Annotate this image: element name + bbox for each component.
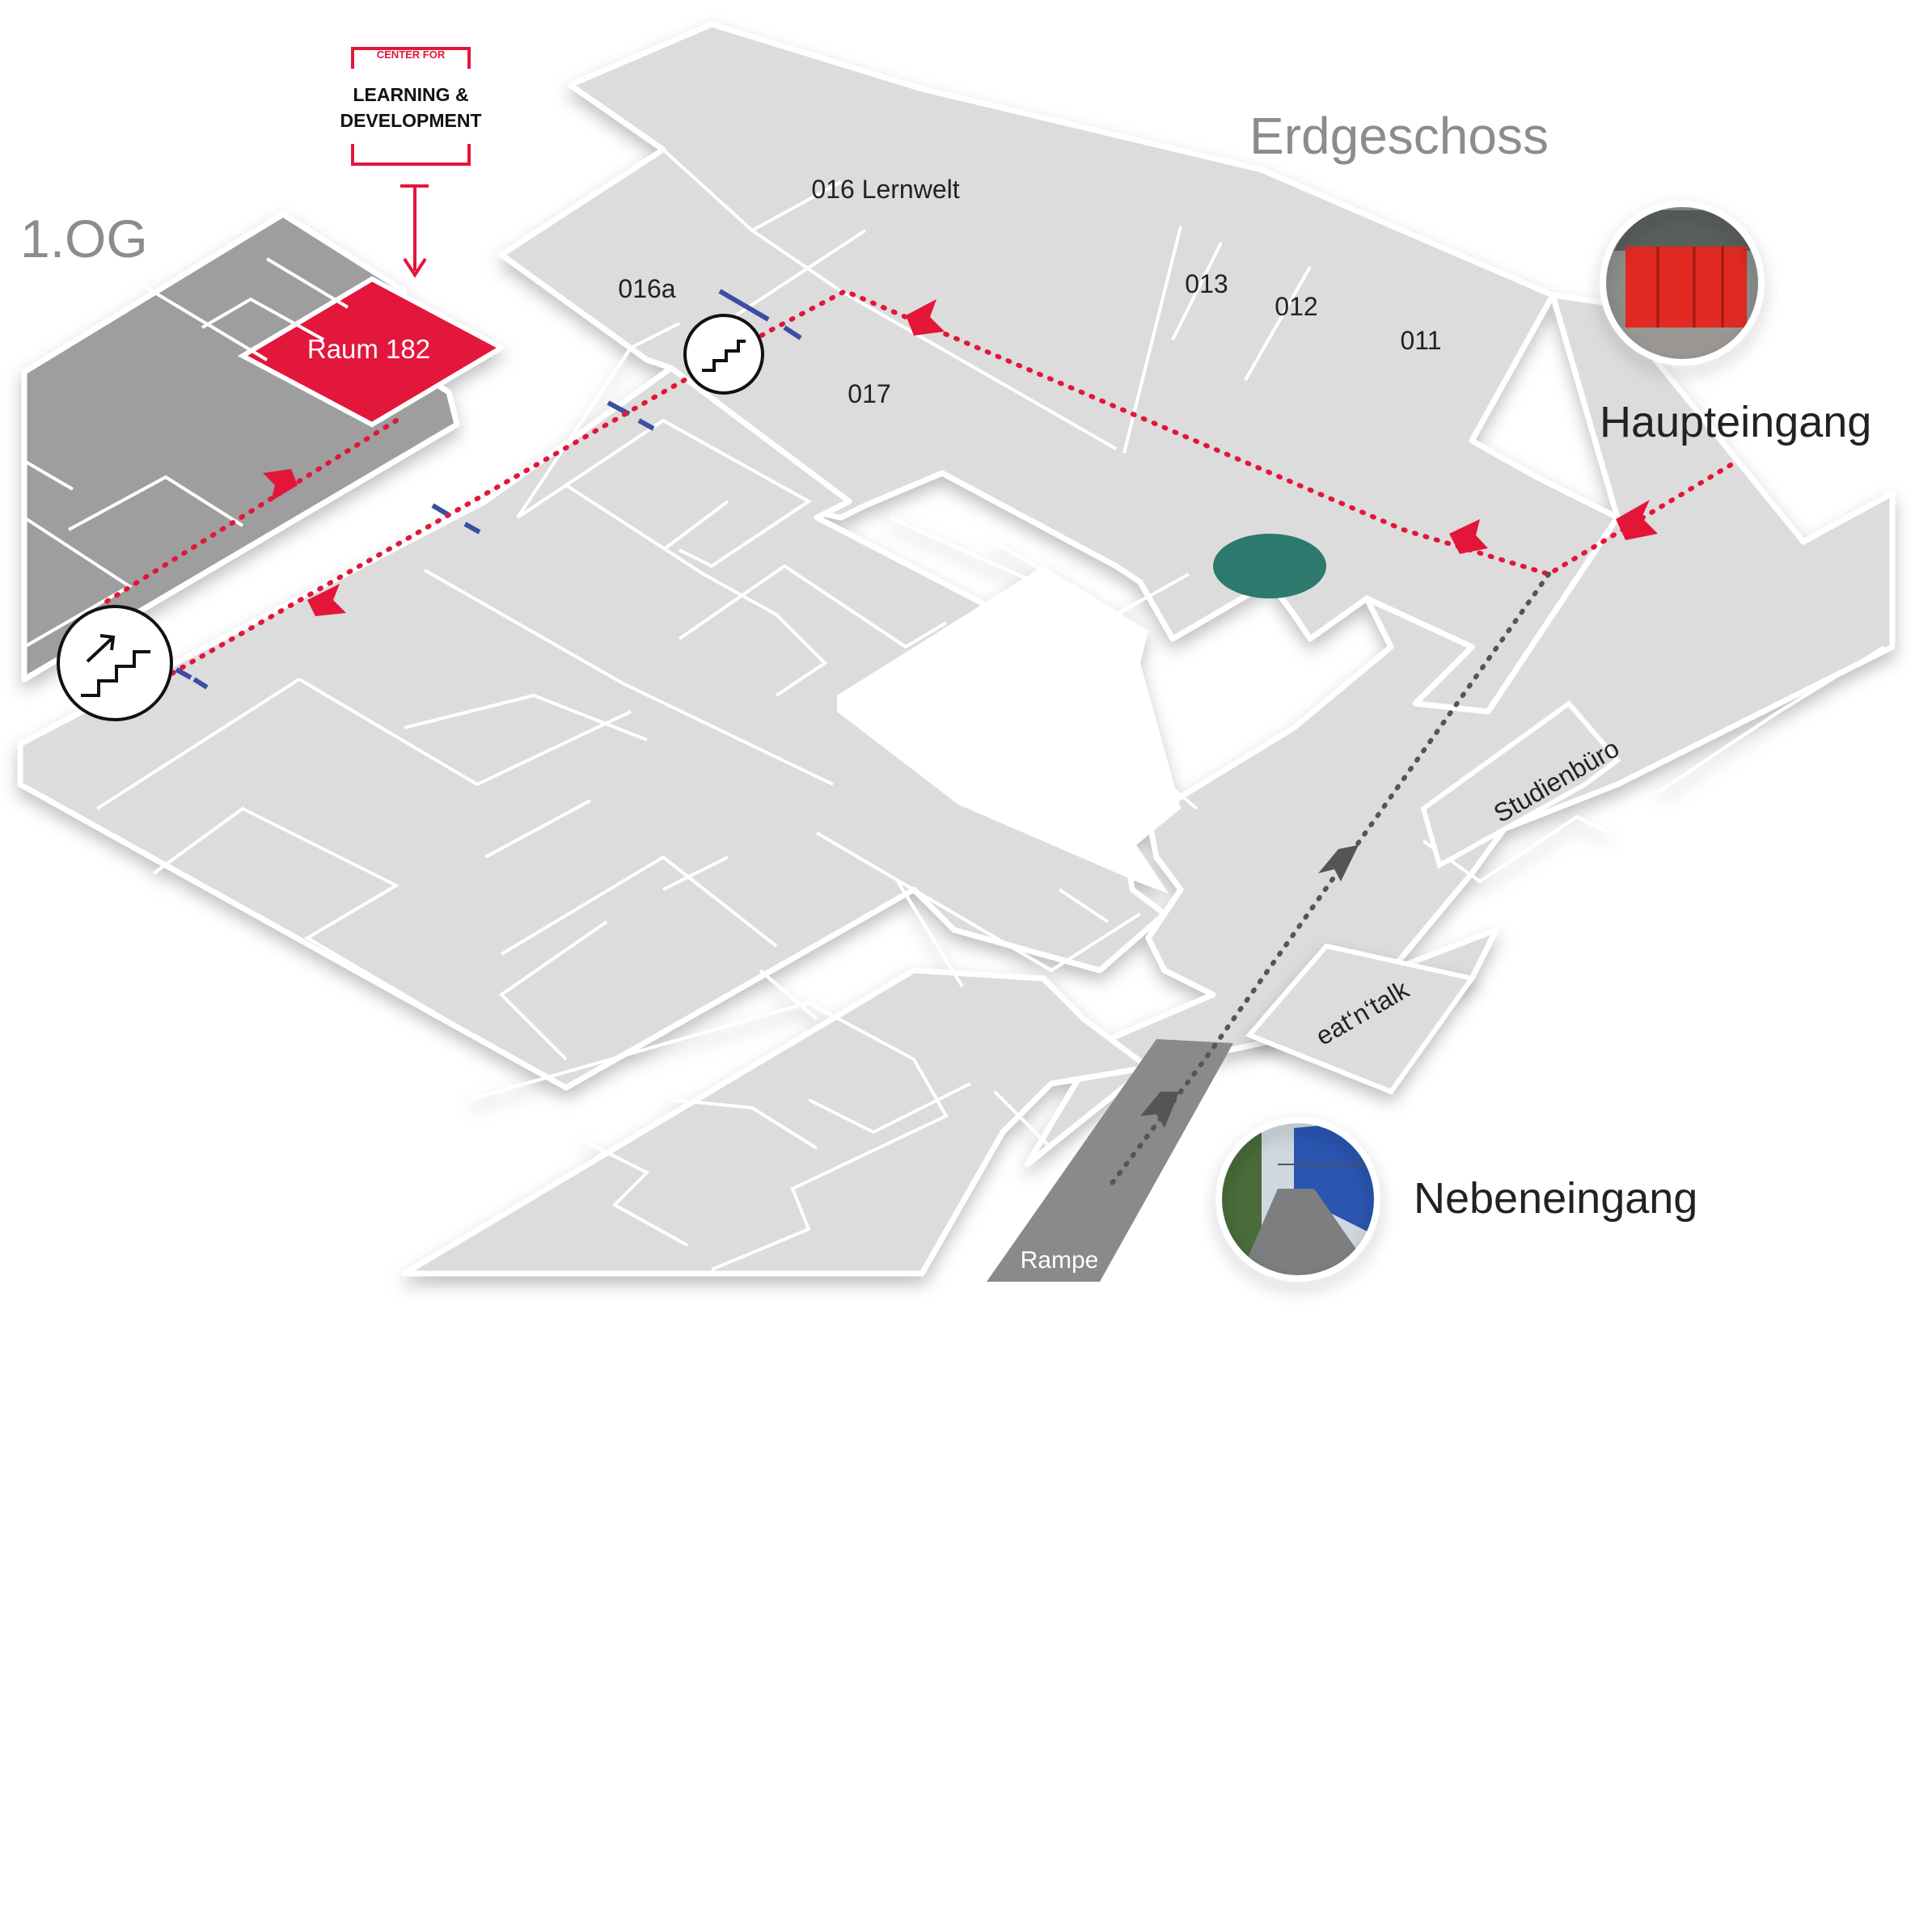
logo-line1: CENTER FOR xyxy=(377,49,446,61)
room-label-016: 016 Lernwelt xyxy=(811,175,959,204)
logo-line3: DEVELOPMENT xyxy=(340,110,481,131)
chevron-icon xyxy=(1318,845,1359,881)
chevron-icon xyxy=(1616,500,1658,540)
chevron-icon xyxy=(1140,1092,1179,1128)
room-label-013: 013 xyxy=(1185,269,1228,298)
main-entrance-label: Haupteingang xyxy=(1600,398,1871,446)
stairs-upper-floor[interactable] xyxy=(57,605,173,721)
chevron-icon xyxy=(1449,519,1488,554)
logo-line2: LEARNING & xyxy=(353,84,468,105)
ramp-label: Rampe xyxy=(1021,1247,1099,1274)
fountain xyxy=(1213,534,1326,598)
chevron-icon xyxy=(906,299,945,336)
room-label-017: 017 xyxy=(848,379,890,408)
stairs-icon xyxy=(702,340,746,372)
raum-182-room[interactable] xyxy=(237,276,507,428)
upper-floor-title: 1.OG xyxy=(20,209,148,268)
arrow-down-icon xyxy=(400,184,429,278)
studienbuero-room[interactable] xyxy=(1420,699,1621,869)
ground-floor-plan xyxy=(17,21,1896,1277)
room-label-016a: 016a xyxy=(618,274,675,303)
chevron-icon xyxy=(263,469,298,501)
side-entrance-photo xyxy=(1215,1117,1380,1282)
stairs-up-icon xyxy=(81,634,150,697)
center-for-learning-logo: CENTER FOR LEARNING & DEVELOPMENT xyxy=(340,47,482,278)
room-label-011: 011 xyxy=(1400,326,1441,355)
ground-floor-title: Erdgeschoss xyxy=(1249,107,1549,165)
room-label-raum-182: Raum 182 xyxy=(307,334,430,364)
room-label-012: 012 xyxy=(1275,292,1317,321)
eatntalk-room[interactable] xyxy=(1245,943,1477,1095)
main-entrance-photo xyxy=(1600,201,1765,366)
side-entrance-label: Nebeneingang xyxy=(1414,1174,1697,1223)
route-to-raum-182 xyxy=(103,288,1733,1191)
route-arrows xyxy=(263,299,1658,1128)
chevron-icon xyxy=(307,584,346,616)
stairs-ground-floor[interactable] xyxy=(683,314,764,395)
